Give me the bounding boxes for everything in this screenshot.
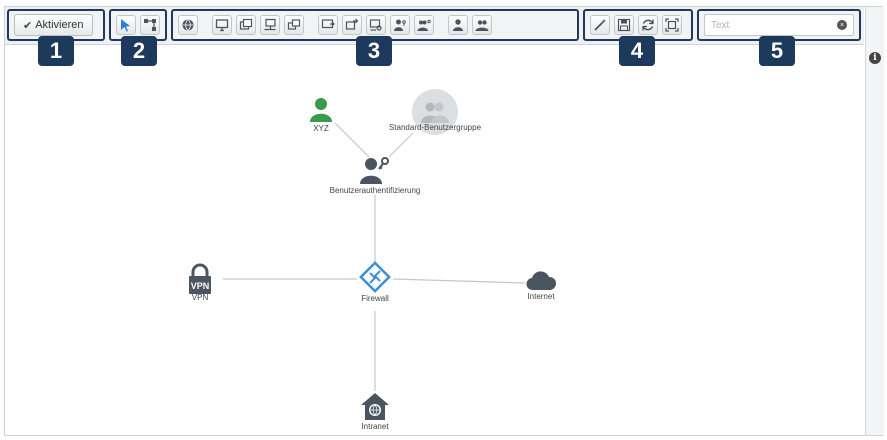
activate-button[interactable]: ✔ Aktivieren [14,14,93,36]
node-firewall[interactable]: Firewall [345,261,405,303]
home-network-icon [361,393,389,420]
user-icon [310,98,332,122]
toolbar-group-activate: ✔ Aktivieren [7,9,105,41]
globe-icon [182,19,194,31]
svg-text:VPN: VPN [191,281,210,291]
refresh-button[interactable] [638,15,658,35]
group-badge [412,89,458,135]
connect-tool-button[interactable] [140,15,160,35]
network-group-button[interactable] [284,15,304,35]
edge-group-auth [388,132,414,158]
node-label-firewall: Firewall [361,294,389,303]
edge-user-auth [334,122,370,158]
callout-badge-2: 2 [121,36,157,66]
cloud-icon [526,271,557,291]
host-button[interactable] [212,15,232,35]
firewall-icon [359,261,391,293]
node-intranet[interactable]: Intranet [349,391,401,431]
search-input[interactable] [709,18,837,32]
floppy-disk-icon [617,18,631,32]
users-key-icon [417,19,431,31]
toolbar-group-actions [583,9,693,41]
callout-badge-3: 3 [356,36,392,66]
wizard-button[interactable] [590,15,610,35]
user-group-button[interactable] [472,15,492,35]
diagram-canvas[interactable]: XYZ Standard-Benutzergruppe Benutzerauth… [5,45,864,435]
clear-search-icon[interactable]: × [837,20,847,30]
callout-badge-4: 4 [619,36,655,66]
edge-firewall-internet [392,278,526,284]
search-screen-icon [369,19,382,31]
fit-view-button[interactable] [662,15,682,35]
toolbar: ✔ Aktivieren [5,7,864,45]
toolbar-group-objects [171,9,579,41]
network-button[interactable] [178,15,198,35]
vpn-host-button[interactable] [318,15,338,35]
single-user-button[interactable] [448,15,468,35]
connection-icon [144,19,156,31]
user-button[interactable] [390,15,410,35]
user-group-icon [421,102,449,123]
vpn-lock-icon: VPN [189,263,211,294]
layers-icon [287,19,301,30]
node-label-vpn: VPN [191,293,209,302]
node-label-internet: Internet [527,292,555,301]
activate-label: Aktivieren [35,19,84,31]
node-user-xyz[interactable]: XYZ [303,95,339,133]
toolbar-group-tools [109,9,167,41]
vpn-group-button[interactable] [366,15,386,35]
node-label-intranet: Intranet [361,422,389,431]
save-button[interactable] [614,15,634,35]
screen-arrow-icon [321,19,335,29]
user-key-icon [394,19,406,31]
people-icon [475,20,489,31]
callout-badge-1: 1 [38,36,74,66]
info-icon[interactable]: i [869,52,881,64]
node-authentication[interactable]: Benutzerauthentifizierung [315,155,435,195]
network-host-button[interactable] [260,15,280,35]
select-tool-button[interactable] [116,15,136,35]
pointer-icon [121,19,130,32]
node-label-user: XYZ [313,124,329,133]
connection-lines [223,122,526,391]
fit-to-screen-icon [665,18,679,32]
checkmark-icon: ✔ [23,19,33,32]
node-internet[interactable]: Internet [517,269,565,301]
node-label-auth: Benutzerauthentifizierung [329,186,421,195]
windows-icon [239,18,253,30]
user-key-icon [360,157,389,184]
search-box: × [704,14,854,36]
person-icon [453,19,463,31]
node-standard-group[interactable]: Standard-Benutzergruppe [375,89,495,135]
user-group-auth-button[interactable] [414,15,434,35]
monitor-icon [215,19,229,32]
windows-arrow-icon [345,18,359,30]
refresh-icon [642,19,654,31]
side-panel: i [865,7,884,435]
host-group-button[interactable] [236,15,256,35]
node-label-group: Standard-Benutzergruppe [388,123,482,132]
vpn-network-button[interactable] [342,15,362,35]
magic-wand-icon [594,19,606,31]
callout-badge-5: 5 [759,36,795,66]
node-vpn[interactable]: VPN VPN [177,263,223,302]
desktop-network-icon [264,18,276,31]
